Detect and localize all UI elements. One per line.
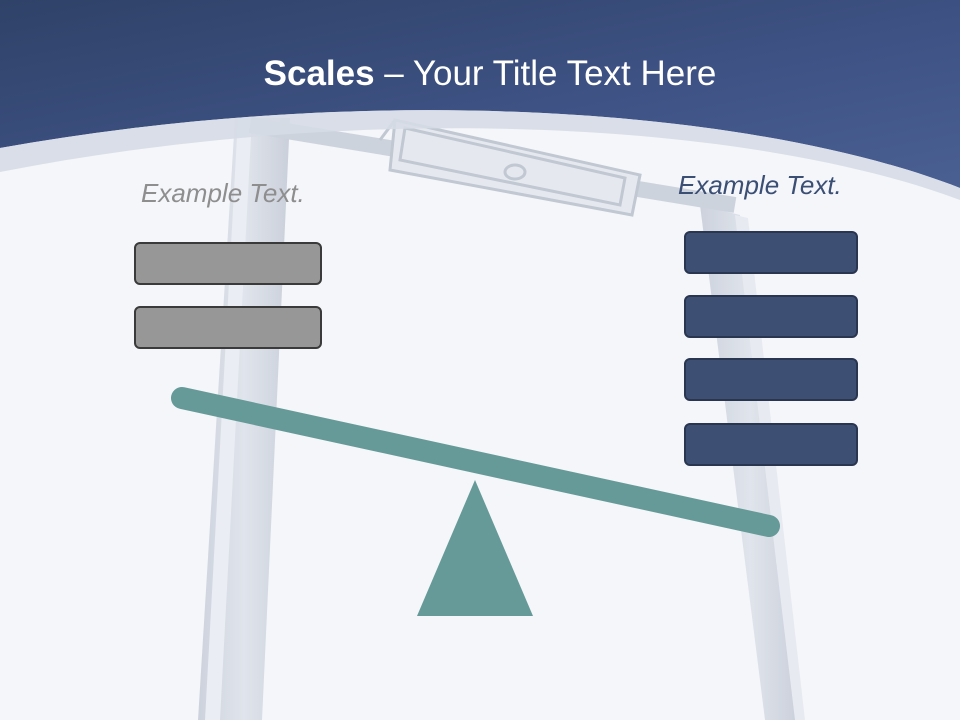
- left-weight-box: [134, 306, 322, 349]
- scale-beam: [171, 387, 780, 537]
- left-weight-box: [134, 242, 322, 285]
- right-weight-box: [684, 358, 858, 401]
- scale-fulcrum: [417, 480, 533, 616]
- page-title: Scales – Your Title Text Here: [0, 52, 960, 96]
- title-bold: Scales: [263, 54, 375, 93]
- scale: [171, 387, 780, 616]
- right-weight-box: [684, 423, 858, 466]
- right-weight-box: [684, 295, 858, 338]
- right-label: Example Text.: [678, 170, 842, 200]
- header-band: [0, 0, 960, 188]
- header-swoosh: [0, 110, 960, 200]
- right-weight-box: [684, 231, 858, 274]
- left-label: Example Text.: [141, 178, 305, 208]
- title-rest: – Your Title Text Here: [374, 54, 717, 93]
